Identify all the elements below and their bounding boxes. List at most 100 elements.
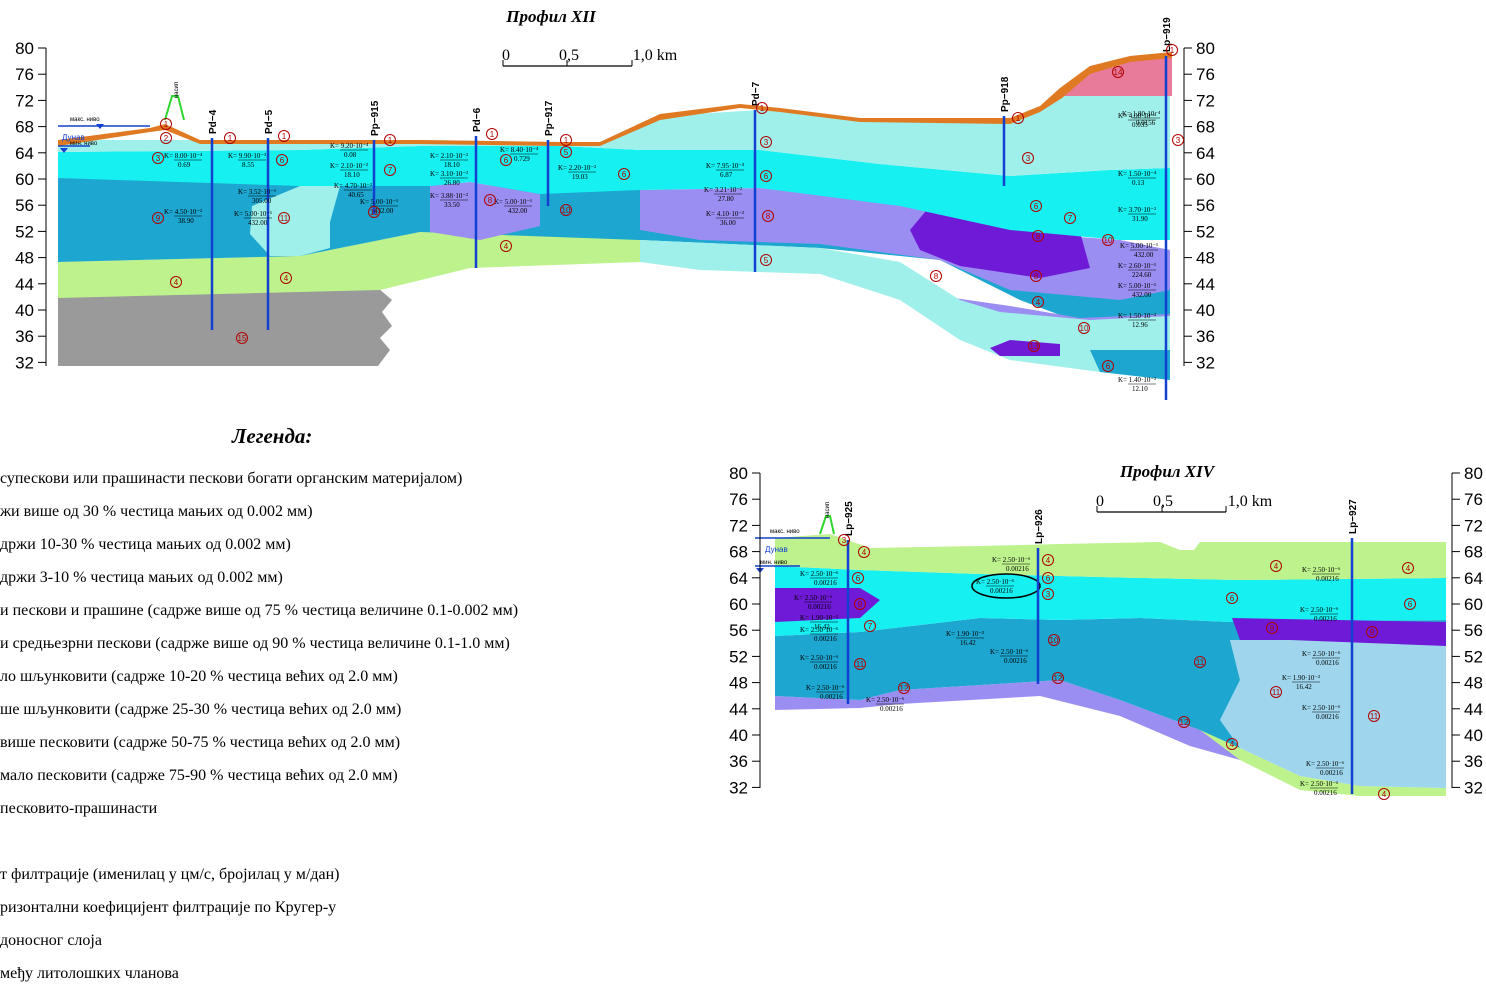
well-label: Lp−926 — [1034, 509, 1045, 544]
axis-tick-label: 56 — [1464, 621, 1483, 640]
axis-tick-label: 32 — [1196, 353, 1215, 372]
well-label: Pp−918 — [1000, 76, 1011, 112]
layer-number-circle — [1042, 554, 1054, 566]
k-value-denominator: 33.50 — [444, 201, 460, 209]
layer-number: 3 — [1176, 136, 1181, 145]
axis-tick-label: 56 — [729, 621, 748, 640]
scale-zero: 0 — [502, 47, 510, 64]
xiv-layer-purple-bottom — [775, 680, 1240, 760]
layer-number-circle — [852, 572, 864, 584]
layer-number-circle — [1368, 710, 1380, 722]
layer-number-circle — [1226, 592, 1238, 604]
layer-number: 10 — [1104, 236, 1113, 245]
legend-item: међу литолошких чланова — [0, 965, 179, 982]
axis-tick-label: 76 — [15, 65, 34, 84]
legend-item: и пескови и прашине (садрже више од 75 %… — [0, 602, 519, 619]
k-value-denominator: 0.69 — [178, 161, 191, 169]
well-label: Pd−6 — [472, 107, 483, 132]
legend-item: ше шљунковити (садрже 25-30 % честица ве… — [0, 701, 402, 718]
river-min-level: мин. ниво — [70, 141, 98, 147]
layer-number: 3 — [842, 536, 847, 545]
k-value-denominator: 0.00216 — [1006, 565, 1029, 573]
legend-item: супескови или прашинасти пескови богати … — [0, 470, 463, 487]
axis-tick-label: 72 — [1196, 91, 1215, 110]
layer-number: 15 — [238, 334, 247, 343]
k-value: K= 3.70·10⁻² — [1118, 206, 1156, 214]
well-label: Lp−919 — [1162, 17, 1173, 52]
layer-number-circle — [486, 128, 498, 140]
layer-number: 11 — [1370, 712, 1379, 721]
layer-number: 1 — [1016, 114, 1021, 123]
layer-number-circle — [170, 276, 182, 288]
profile-xiv-title: Профил XIV — [1119, 462, 1216, 481]
layer-pale-cyan-left — [250, 186, 340, 256]
layer-number-circle — [1048, 634, 1060, 646]
layer-number: 4 — [1406, 564, 1411, 573]
layer-number-circle — [368, 206, 380, 218]
k-value-denominator: 432.00 — [508, 207, 528, 215]
layer-number: 10 — [1080, 324, 1089, 333]
layer-number-circle — [1402, 562, 1414, 574]
layer-number-circle — [1166, 44, 1178, 56]
layer-number: 9 — [858, 600, 863, 609]
legend-item: доносног слоја — [0, 932, 102, 949]
k-value-denominator: 36.00 — [720, 219, 736, 227]
layer-number-circle — [858, 546, 870, 558]
layer-clay-green-lower — [58, 232, 640, 298]
axis-tick-label: 44 — [1464, 700, 1483, 719]
layer-number-circle — [1270, 560, 1282, 572]
well-label: Pd−5 — [264, 109, 275, 134]
layer-number: 1 — [564, 136, 569, 145]
layer-number-circle — [838, 534, 850, 546]
k-value: K= 2.50·10⁻⁶ — [1306, 760, 1345, 768]
k-value-denominator: 16.42 — [960, 639, 976, 647]
axis-tick-label: 52 — [1464, 647, 1483, 666]
layer-number-circle — [1404, 598, 1416, 610]
legend-item: мало песковити (садрже 75-90 % честица в… — [0, 767, 398, 784]
layer-number: 1 — [760, 104, 765, 113]
river-max-level: макс. ниво — [770, 529, 800, 535]
layer-number: 3 — [764, 138, 769, 147]
layer-number: 4 — [1036, 298, 1041, 307]
legend-item: т филтрације (именилац у цм/с, бројилац … — [0, 866, 340, 883]
layer-number: 1 — [228, 134, 233, 143]
k-value-denominator: 0.00216 — [1316, 659, 1339, 667]
axis-tick-label: 36 — [1464, 752, 1483, 771]
layer-number-circle — [160, 118, 172, 130]
layer-number-circle — [1270, 686, 1282, 698]
layer-number-circle — [236, 332, 248, 344]
layer-number-circle — [1030, 270, 1042, 282]
axis-tick-label: 32 — [15, 353, 34, 372]
k-value-denominator: 31.90 — [1132, 215, 1148, 223]
layer-number-circle — [500, 154, 512, 166]
layer-number: 13 — [1030, 342, 1039, 351]
k-value-denominator: 18.10 — [344, 171, 360, 179]
k-value: K= 1.90·10⁻² — [800, 614, 838, 622]
layer-number-circle — [760, 170, 772, 182]
scale-half: 0,5 — [559, 47, 579, 64]
k-value-denominator: 0.00216 — [814, 635, 837, 643]
axis-tick-label: 40 — [1196, 301, 1215, 320]
layer-number-circle — [1178, 716, 1190, 728]
k-value-denominator: 40.65 — [348, 191, 364, 199]
k-value: K= 2.50·10⁻⁶ — [800, 570, 839, 578]
layer-number: 12 — [900, 684, 909, 693]
layer-lens-bottom-right — [1090, 350, 1170, 380]
k-value: K= 2.50·10⁻⁶ — [806, 684, 845, 692]
layer-number-circle — [1266, 622, 1278, 634]
k-value-denominator: 432.00 — [248, 219, 268, 227]
k-value-denominator: 432.00 — [1132, 291, 1152, 299]
axis-tick-label: 72 — [1464, 516, 1483, 535]
legend: супескови или прашинасти пескови богати … — [0, 462, 720, 990]
layer-number: 8 — [1036, 232, 1041, 241]
axis-tick-label: 56 — [15, 196, 34, 215]
k-value: K= 1.90·10⁻² — [946, 630, 984, 638]
layer-number: 1 — [164, 120, 169, 129]
axis-tick-label: 48 — [1464, 674, 1483, 693]
axis-tick-label: 80 — [1464, 464, 1483, 483]
axis-tick-label: 56 — [1196, 196, 1215, 215]
layer-number-circle — [618, 168, 630, 180]
